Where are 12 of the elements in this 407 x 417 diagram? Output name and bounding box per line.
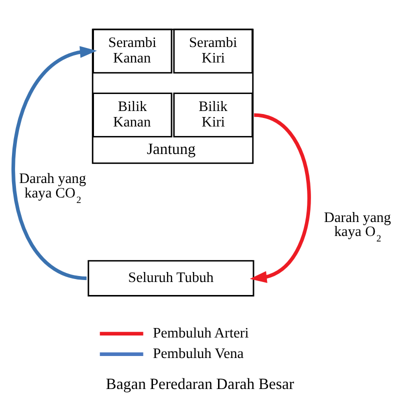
node-box: Serambi Kiri	[173, 28, 253, 74]
node-box: Serambi Kanan	[92, 28, 172, 74]
legend-label: Pembuluh Vena	[152, 345, 244, 362]
edge-label: Darah yang kaya O$_{2}$	[324, 209, 391, 244]
node-box: Seluruh Tubuh	[88, 260, 254, 296]
arrow	[11, 46, 97, 280]
caption: Bagan Peredaran Darah Besar	[106, 376, 294, 393]
node-box: Bilik Kanan	[92, 92, 172, 137]
arrow	[250, 112, 311, 282]
node-box: Bilik Kiri	[173, 92, 253, 137]
legend-label: Pembuluh Arteri	[152, 324, 249, 341]
edge-label: Darah yang kaya CO$_{2}$	[19, 170, 86, 206]
